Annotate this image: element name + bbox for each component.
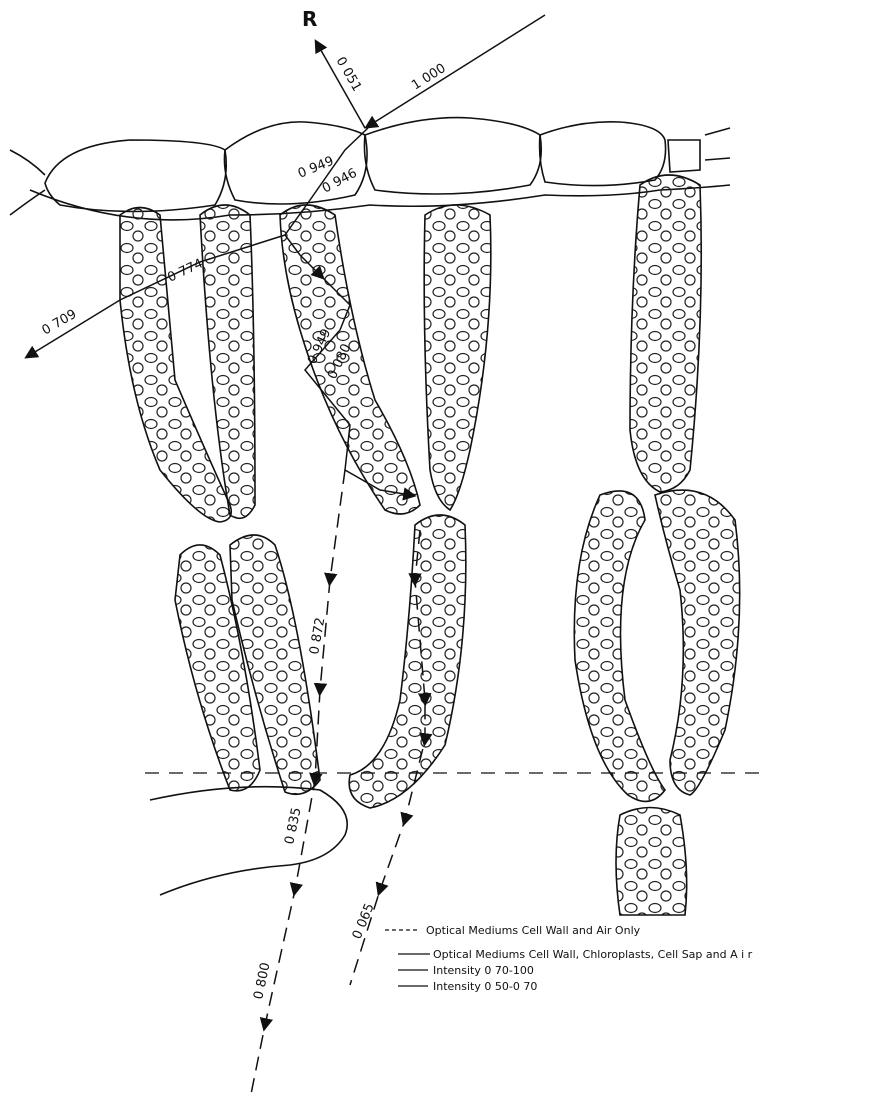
palisade-cell [655, 490, 740, 795]
label-ray-f: 0 835 [282, 806, 304, 846]
label-ray-b: 0 709 [40, 307, 80, 339]
reflected-marker: R [302, 7, 317, 31]
incident-ray [370, 15, 545, 125]
palisade-cell [616, 808, 687, 916]
label-ray-a: 0 774 [165, 256, 205, 285]
legend: Optical Mediums Cell Wall and Air Only O… [385, 924, 753, 993]
label-ray-h: 0 065 [350, 901, 378, 941]
palisade-cell [574, 491, 665, 802]
upper-epidermis [10, 118, 730, 220]
palisade-cell [280, 205, 420, 514]
legend-label-2: Optical Mediums Cell Wall, Chloroplasts,… [433, 948, 753, 961]
path-labels: 0 051 1 000 0 949 0 946 0 774 0 709 0 94… [40, 55, 449, 1001]
palisade-cell [630, 175, 701, 492]
palisade-cells [120, 175, 740, 915]
legend-label-1: Optical Mediums Cell Wall and Air Only [426, 924, 641, 937]
label-ray-g: 0 800 [251, 961, 273, 1001]
legend-label-4: Intensity 0 50-0 70 [433, 980, 537, 993]
label-ray-e: 0 872 [307, 616, 328, 655]
palisade-cell [424, 205, 491, 510]
label-reflected: 0 051 [333, 55, 365, 95]
palisade-cell [349, 515, 466, 808]
legend-label-3: Intensity 0 70-100 [433, 964, 534, 977]
